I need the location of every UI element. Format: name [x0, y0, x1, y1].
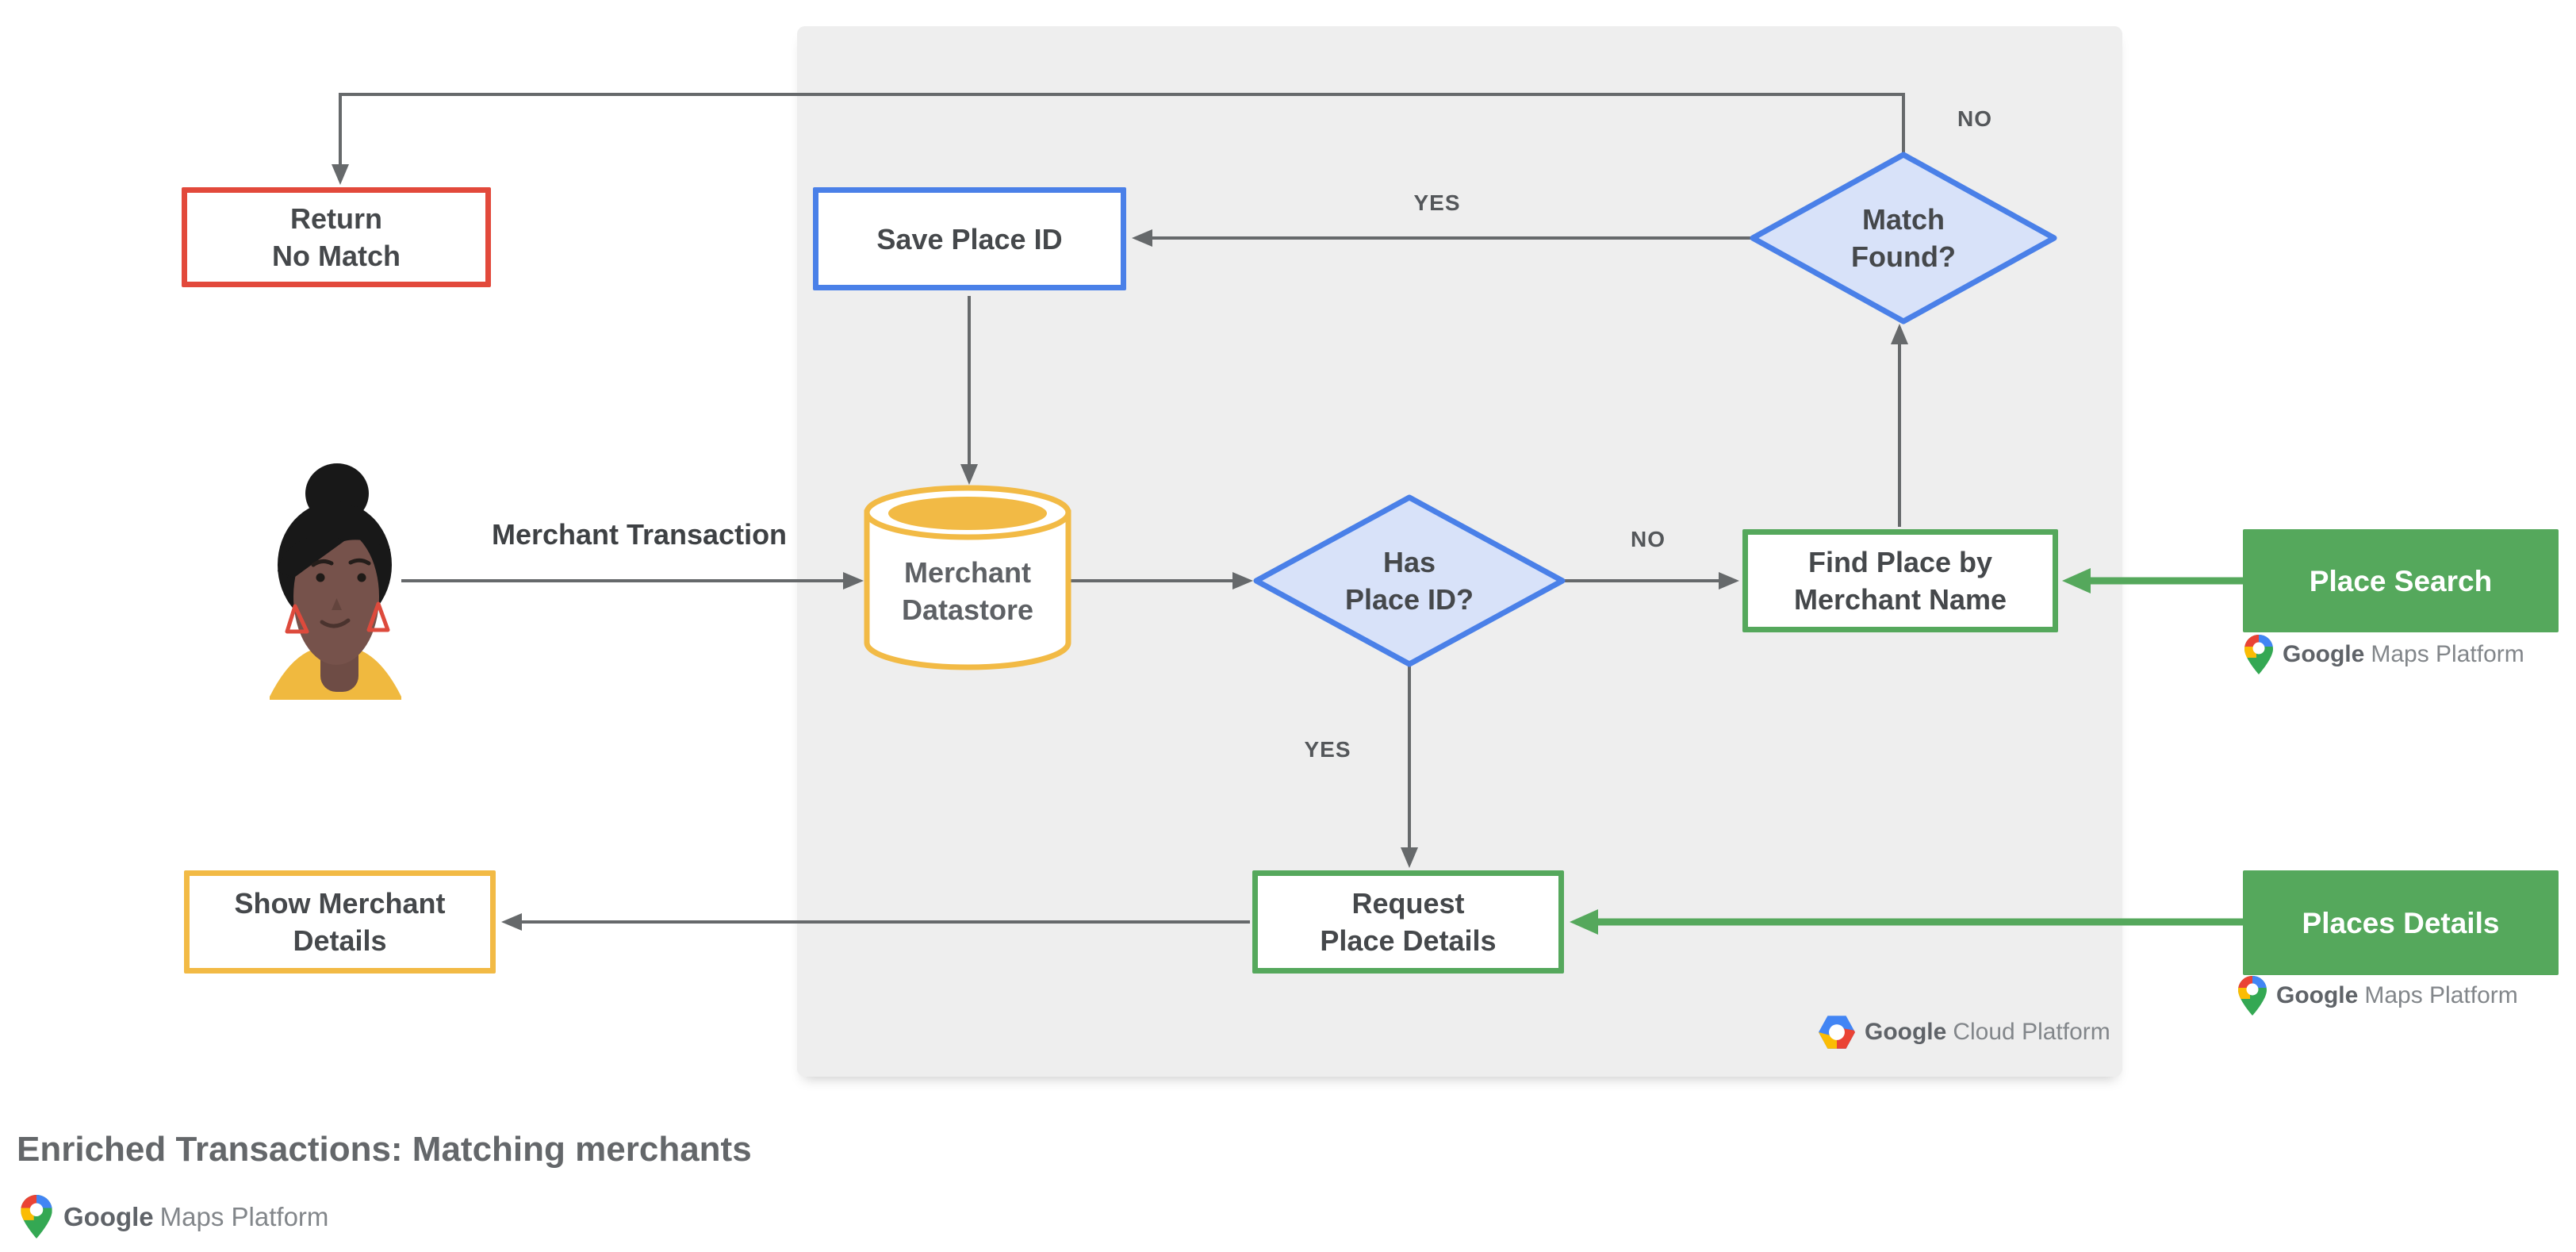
edge-label-no-to-find: NO [1631, 527, 1666, 551]
node-label: Match [1861, 203, 1945, 236]
edge-label-merchant-transaction: Merchant Transaction [491, 518, 788, 551]
node-request-place-details: Request Place Details [1252, 870, 1564, 974]
node-label: Show Merchant [234, 887, 446, 920]
node-label: Details [293, 924, 387, 957]
merchant-user-avatar [270, 463, 401, 700]
google-maps-pin-icon [2238, 976, 2267, 1016]
google-maps-pin-icon [21, 1195, 52, 1239]
edge-no-to-return [332, 93, 1905, 185]
gcp-rest-text: Cloud Platform [1953, 1019, 2110, 1045]
decision-has-place-id [1253, 494, 1566, 667]
gmp-google-text: Google [2276, 982, 2359, 1008]
gcp-google-text: Google [1865, 1019, 1947, 1045]
node-label: Request [1351, 887, 1465, 920]
gmp-google-text: Google [2283, 641, 2365, 667]
gmp-google-text: Google [63, 1201, 154, 1231]
edge-no-to-find [1562, 572, 1739, 590]
node-label: Datastore [901, 593, 1034, 626]
node-places-details: Places Details [2243, 870, 2559, 975]
node-show-merchant-details: Show Merchant Details [184, 870, 496, 974]
node-label: Merchant Name [1793, 583, 2007, 616]
node-label: Place ID? [1344, 583, 1474, 616]
edge-placesearch-to-find [2062, 568, 2243, 593]
node-label: Find Place by [1807, 546, 1993, 578]
google-maps-pin-icon [2244, 635, 2273, 674]
node-label: Merchant [903, 556, 1032, 589]
node-label: Places Details [2302, 906, 2500, 939]
merchant-datastore-cylinder [864, 485, 1071, 670]
node-find-place-by-merchant-name: Find Place by Merchant Name [1742, 529, 2058, 632]
edge-label-yes-to-save: YES [1413, 190, 1461, 215]
decision-match-found-label: Match Found? [1851, 201, 1956, 275]
edge-label-yes-to-request: YES [1304, 737, 1351, 762]
page-title: Enriched Transactions: Matching merchant… [17, 1130, 752, 1169]
node-place-search: Place Search [2243, 529, 2559, 632]
node-label: Place Search [2309, 564, 2493, 597]
edge-request-to-show [501, 913, 1250, 931]
edge-yes-to-save [1132, 229, 1753, 247]
edge-find-to-matchfound [1891, 324, 1908, 527]
edge-placesdetails-to-request [1570, 909, 2243, 935]
gmp-rest-text: Maps Platform [2364, 982, 2518, 1008]
edge-label-no-to-return: NO [1957, 106, 1992, 131]
node-label: Found? [1851, 240, 1956, 273]
node-label: Place Details [1320, 924, 1497, 957]
edge-yes-to-request [1401, 664, 1418, 868]
node-return-no-match: Return No Match [182, 187, 491, 287]
gmp-rest-text: Maps Platform [2371, 641, 2524, 667]
gmp-rest-text: Maps Platform [159, 1201, 329, 1231]
cylinder-top-inner [888, 497, 1047, 530]
google-cloud-hexagon-icon [1819, 1016, 1855, 1049]
decision-match-found [1750, 152, 2057, 325]
node-save-place-id: Save Place ID [813, 187, 1126, 290]
node-label: Return [290, 202, 382, 235]
merchant-datastore-label: Merchant Datastore [902, 554, 1033, 628]
edge-datastore-to-hasplaceid [1071, 572, 1253, 590]
node-label: No Match [272, 240, 401, 272]
node-label: Has [1382, 546, 1436, 578]
edge-merchant-transaction [401, 572, 864, 590]
node-label: Save Place ID [876, 222, 1063, 255]
decision-has-place-id-label: Has Place ID? [1345, 543, 1474, 618]
edge-save-to-datastore [960, 296, 978, 485]
